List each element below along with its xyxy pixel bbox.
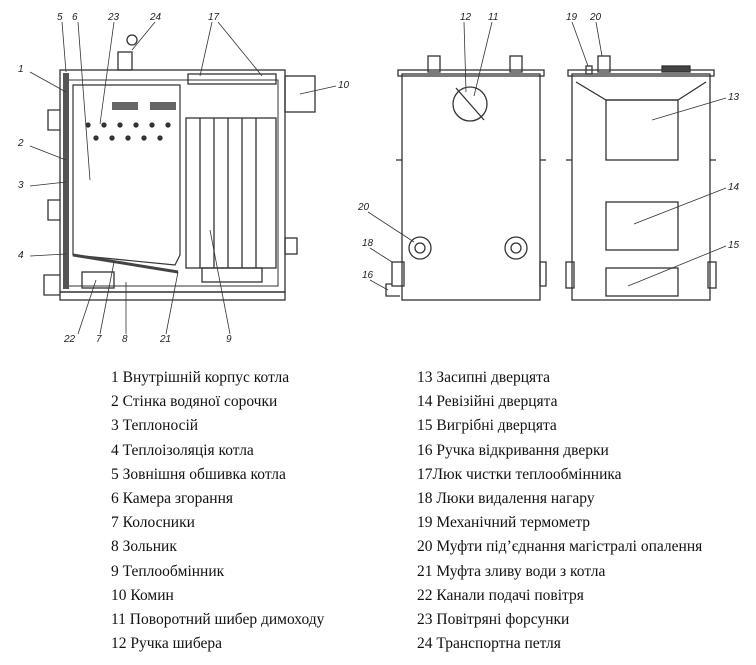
callout-19: 19 xyxy=(566,12,578,23)
legend-item: 1 Внутрішній корпус котла xyxy=(111,369,290,386)
callout-11: 11 xyxy=(488,12,498,23)
callout-4: 4 xyxy=(18,250,24,261)
callout-2: 2 xyxy=(17,138,24,149)
side-section-view xyxy=(43,34,316,301)
legend-item: 13 Засипні дверцята xyxy=(417,369,550,386)
legend-item: 18 Люки видалення нагару xyxy=(417,490,595,508)
legend-left-column: 1 Внутрішній корпус котла 2 Стінка водян… xyxy=(111,366,324,656)
legend-right-column: 13 Засипні дверцята 14 Ревізійні дверцят… xyxy=(417,366,702,656)
legend-item: 3 Теплоносій xyxy=(111,417,199,435)
legend-item: 16 Ручка відкривання дверки xyxy=(417,441,609,459)
callout-24: 24 xyxy=(149,12,162,23)
callout-22: 22 xyxy=(63,334,76,345)
back-view xyxy=(385,55,547,301)
legend-item: 4 Теплоізоляція котла xyxy=(111,441,254,459)
legend-item: 17Люк чистки теплообмінника xyxy=(417,465,622,483)
callout-16: 16 xyxy=(362,270,374,281)
callout-20-back: 20 xyxy=(357,202,370,213)
legend-item: 10 Комин xyxy=(111,586,174,604)
callout-1: 1 xyxy=(18,64,24,75)
boiler-technical-drawing: 5 6 23 24 17 1 10 2 3 4 22 7 8 21 9 xyxy=(17,12,740,345)
legend-item: 12 Ручка шибера xyxy=(111,635,223,653)
legend-item: 21 Муфта зливу води з котла xyxy=(417,562,606,580)
callout-5: 5 xyxy=(57,12,63,23)
legend-item: 20 Муфти під’єднання магістралі опалення xyxy=(417,538,703,556)
callout-21: 21 xyxy=(159,334,171,345)
legend-item: 2 Стінка водяної сорочки xyxy=(111,393,278,411)
legend-item: 7 Колосники xyxy=(111,514,195,532)
callout-18: 18 xyxy=(362,238,374,249)
legend-item: 8 Зольник xyxy=(111,538,177,556)
callout-7: 7 xyxy=(96,334,102,345)
callout-17: 17 xyxy=(208,12,220,23)
legend-item: 19 Механічний термометр xyxy=(417,514,591,532)
legend-item: 23 Повітряні форсунки xyxy=(417,611,570,629)
callout-23: 23 xyxy=(107,12,120,23)
callout-3: 3 xyxy=(18,180,24,191)
legend-item: 15 Вигрібні дверцята xyxy=(417,417,557,435)
legend-item: 22 Канали подачі повітря xyxy=(417,586,584,604)
front-view-leader-lines xyxy=(571,21,727,287)
callout-9: 9 xyxy=(226,334,232,345)
callout-20-front: 20 xyxy=(589,12,602,23)
callout-10: 10 xyxy=(338,80,350,91)
callout-14: 14 xyxy=(728,182,740,193)
front-view-callouts: 19 20 13 14 15 xyxy=(566,12,740,251)
back-view-callouts: 12 11 20 18 16 xyxy=(357,12,498,281)
side-view-leader-lines xyxy=(29,21,337,335)
legend-item: 14 Ревізійні дверцята xyxy=(417,393,558,411)
legend-item: 11 Поворотний шибер димоходу xyxy=(111,611,325,629)
legend-item: 6 Камера згорання xyxy=(111,490,234,508)
callout-13: 13 xyxy=(728,92,740,103)
back-view-leader-lines xyxy=(367,21,493,291)
legend-item: 9 Теплообмінник xyxy=(111,562,225,580)
callout-8: 8 xyxy=(122,334,128,345)
callout-12: 12 xyxy=(460,12,472,23)
side-view-callouts: 5 6 23 24 17 1 10 2 3 4 22 7 8 21 9 xyxy=(17,12,350,345)
legend-item: 5 Зовнішня обшивка котла xyxy=(111,465,286,483)
callout-15: 15 xyxy=(728,240,740,251)
front-view xyxy=(565,55,717,301)
legend-item: 24 Транспортна петля xyxy=(417,635,561,653)
callout-6: 6 xyxy=(72,12,78,23)
